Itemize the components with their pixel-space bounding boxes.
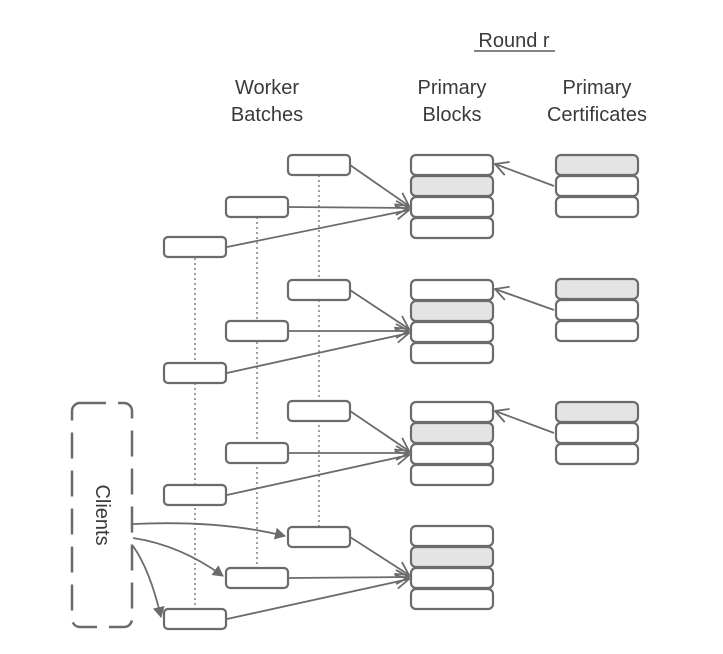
arrow-certificate-to-block xyxy=(493,161,555,187)
worker-batches xyxy=(162,153,352,631)
arrow-client-to-batch xyxy=(132,545,165,618)
certificate-row xyxy=(554,442,640,466)
block-row-certificate xyxy=(409,299,495,323)
certificate-row xyxy=(554,400,640,424)
block-row xyxy=(409,320,495,344)
primary-blocks-header-line2: Blocks xyxy=(423,104,482,126)
primary-certificate-stack xyxy=(554,153,640,219)
primary-block-stack xyxy=(409,278,495,365)
arrow-batch-to-block xyxy=(226,574,411,620)
arrow-batch-to-block xyxy=(287,569,411,585)
worker-batch xyxy=(286,525,352,549)
arrow-client-to-batch xyxy=(132,537,224,577)
primary-certificate-stack xyxy=(554,400,640,466)
worker-batch xyxy=(224,195,290,219)
arrow-batch-to-block xyxy=(226,450,411,496)
certificate-row xyxy=(554,174,640,198)
arrow-certificate-to-block xyxy=(493,408,555,434)
block-row xyxy=(409,400,495,424)
worker-batches-header-line1: Worker xyxy=(235,77,299,99)
worker-batch xyxy=(224,566,290,590)
primary-certificates-header-line1: Primary xyxy=(563,77,632,99)
block-row-certificate xyxy=(409,545,495,569)
primary-certificate-stack xyxy=(554,277,640,343)
block-row xyxy=(409,195,495,219)
worker-batch xyxy=(286,278,352,302)
worker-batch xyxy=(224,319,290,343)
certificate-to-block-arrows xyxy=(493,161,555,434)
block-row xyxy=(409,278,495,302)
worker-batch xyxy=(162,483,228,507)
primary-blocks-header-line1: Primary xyxy=(418,77,487,99)
worker-batch xyxy=(162,235,228,259)
clients-label: Clients xyxy=(91,484,113,545)
certificate-row xyxy=(554,195,640,219)
block-row xyxy=(409,341,495,365)
certificate-row xyxy=(554,319,640,343)
arrow-batch-to-block xyxy=(349,164,411,208)
block-row xyxy=(409,153,495,177)
arrow-batch-to-block xyxy=(226,328,411,374)
certificate-row xyxy=(554,277,640,301)
worker-batch xyxy=(162,361,228,385)
primary-block-stack xyxy=(409,153,495,240)
primary-block-stack xyxy=(409,400,495,487)
clients-box xyxy=(70,401,134,629)
primary-certificates-header-line2: Certificates xyxy=(547,104,647,126)
primary-block-stack xyxy=(409,524,495,611)
batch-to-block-arrows xyxy=(226,164,411,620)
arrow-certificate-to-block xyxy=(493,285,555,311)
worker-batch xyxy=(286,399,352,423)
block-row xyxy=(409,442,495,466)
certificate-row xyxy=(554,421,640,445)
arrow-batch-to-block xyxy=(349,289,411,331)
block-row xyxy=(409,587,495,611)
certificate-row xyxy=(554,153,640,177)
block-row xyxy=(409,566,495,590)
block-row xyxy=(409,463,495,487)
block-row xyxy=(409,216,495,240)
block-row xyxy=(409,524,495,548)
arrow-batch-to-block xyxy=(349,410,411,453)
round-label: Round r xyxy=(478,30,549,52)
client-to-batch-arrows xyxy=(132,522,286,618)
arrow-client-to-batch xyxy=(132,522,286,540)
arrow-batch-to-block xyxy=(349,536,411,577)
block-row-certificate xyxy=(409,174,495,198)
worker-batch xyxy=(224,441,290,465)
certificate-row xyxy=(554,298,640,322)
worker-batches-header-line2: Batches xyxy=(231,104,303,126)
arrow-batch-to-block xyxy=(226,204,411,248)
block-row-certificate xyxy=(409,421,495,445)
worker-batch xyxy=(286,153,352,177)
arrow-batch-to-block xyxy=(287,200,411,216)
worker-batch xyxy=(162,607,228,631)
